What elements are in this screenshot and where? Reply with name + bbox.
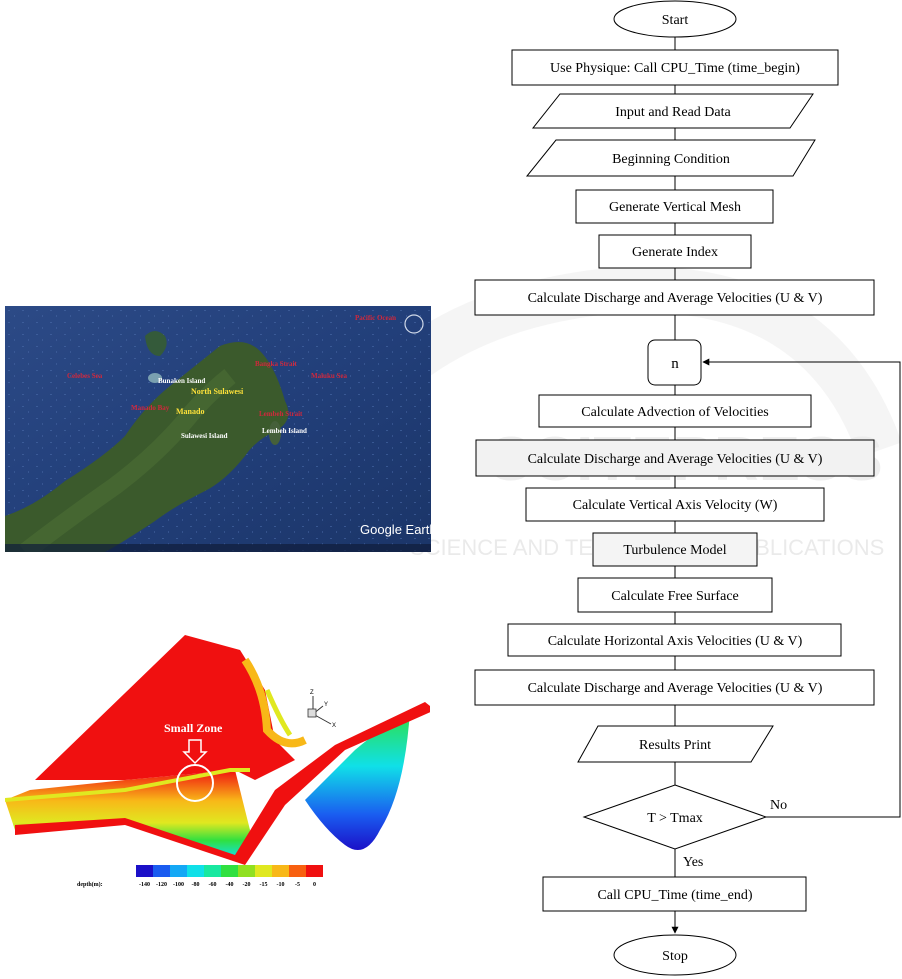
io-results-print-label: Results Print: [639, 738, 711, 753]
label-bunaken-island: Bunaken Island: [158, 377, 205, 385]
step-calc-horizontal-label: Calculate Horizontal Axis Velocities (U …: [548, 634, 803, 649]
legend-swatch: [221, 865, 238, 877]
label-manado-bay: Manado Bay: [131, 404, 170, 412]
step-calc-free-surface-label: Calculate Free Surface: [611, 589, 739, 604]
flowchart: Start Use Physique: Call CPU_Time (time_…: [474, 0, 901, 976]
small-zone-label: Small Zone: [164, 721, 223, 735]
legend-tick: -100: [173, 882, 184, 888]
google-earth-logo: Google Earth: [360, 522, 431, 537]
step-turbulence-model: [592, 532, 758, 567]
loop-counter-label: n: [671, 356, 679, 372]
step-calc-discharge-1-label: Calculate Discharge and Average Velociti…: [528, 291, 823, 306]
label-sulawesi-island: Sulawesi Island: [181, 432, 228, 440]
legend-swatch: [170, 865, 187, 877]
legend-swatch: [272, 865, 289, 877]
decision-t-tmax-label: T > Tmax: [647, 811, 703, 826]
step-cpu-time-begin-label: Use Physique: Call CPU_Time (time_begin): [550, 61, 800, 76]
step-turbulence-model-label: Turbulence Model: [623, 543, 726, 558]
legend-swatch: [187, 865, 204, 877]
label-no: No: [770, 798, 787, 813]
stop-label: Stop: [662, 949, 688, 964]
legend-swatch: [306, 865, 323, 877]
step-calc-discharge-2-label: Calculate Discharge and Average Velociti…: [528, 452, 823, 467]
step-calc-advection: [538, 394, 812, 428]
step-generate-index: [598, 234, 752, 269]
io-input-read-data-label: Input and Read Data: [615, 105, 731, 120]
step-calc-discharge-3: [474, 669, 875, 706]
legend-swatch: [153, 865, 170, 877]
start-terminal: [613, 0, 737, 38]
io-beginning-condition: [525, 139, 816, 177]
label-bangka-strait: Bangka Strait: [255, 360, 297, 368]
step-cpu-time-begin: [511, 49, 839, 86]
legend-tick: -20: [243, 882, 251, 888]
legend-swatch: [289, 865, 306, 877]
legend-tick: -40: [226, 882, 234, 888]
step-generate-index-label: Generate Index: [632, 245, 718, 260]
legend-swatch: [238, 865, 255, 877]
step-cpu-time-end: [542, 876, 807, 912]
legend-tick: 0: [313, 882, 316, 888]
io-beginning-condition-label: Beginning Condition: [612, 152, 730, 167]
step-calc-advection-label: Calculate Advection of Velocities: [581, 405, 769, 420]
legend-tick: -5: [295, 882, 300, 888]
legend-tick: -120: [156, 882, 167, 888]
label-yes: Yes: [683, 855, 703, 870]
label-manado: Manado: [176, 407, 204, 416]
axis-y-label: Y: [324, 702, 328, 708]
depth-model: Small Zone Z Y X depth(m):-140-120-100-8…: [5, 635, 430, 888]
io-input-read-data: [531, 93, 814, 129]
label-lembeh-island: Lembeh Island: [262, 427, 307, 435]
depth-legend: depth(m): -140 -120 -100 -80 -60 -40 -20 -15 -10 -…: [77, 865, 323, 888]
io-results-print: [577, 725, 774, 763]
axis-gizmo: Z Y X: [307, 690, 336, 729]
legend-tick: -60: [209, 882, 217, 888]
legend-title: depth(m):: [77, 881, 103, 888]
step-calc-vertical-w-label: Calculate Vertical Axis Velocity (W): [573, 498, 778, 513]
step-generate-vertical-mesh-label: Generate Vertical Mesh: [609, 200, 741, 215]
label-maluku-sea: Maluku Sea: [311, 372, 347, 380]
step-calc-discharge-2: [475, 439, 875, 477]
label-lembeh-strait: Lembeh Strait: [259, 410, 303, 418]
axis-z-label: Z: [310, 690, 314, 696]
step-calc-horizontal: [507, 623, 842, 657]
satellite-map: Pacific Ocean Celebes Sea Bangka Strait …: [5, 306, 431, 552]
compass-icon: [404, 314, 424, 334]
step-calc-discharge-3-label: Calculate Discharge and Average Velociti…: [528, 681, 823, 696]
small-zone-circle: [176, 764, 214, 802]
legend-tick: -80: [192, 882, 200, 888]
down-arrow-icon: [182, 739, 208, 765]
step-calc-vertical-w: [525, 487, 825, 522]
label-pacific-ocean: Pacific Ocean: [355, 314, 396, 322]
legend-swatch: [136, 865, 153, 877]
step-calc-discharge-1: [474, 279, 875, 316]
legend-swatch: [204, 865, 221, 877]
stop-terminal: [613, 934, 737, 976]
step-calc-free-surface: [577, 577, 773, 613]
loop-counter-n: [647, 339, 702, 386]
axis-x-label: X: [332, 723, 336, 729]
legend-tick: -15: [260, 882, 268, 888]
legend-swatch: [255, 865, 272, 877]
label-north-sulawesi: North Sulawesi: [191, 387, 244, 396]
legend-tick: -140: [139, 882, 150, 888]
step-generate-vertical-mesh: [575, 189, 774, 224]
start-label: Start: [662, 13, 689, 28]
label-celebes-sea: Celebes Sea: [67, 372, 103, 380]
decision-t-tmax: [582, 784, 768, 850]
legend-tick: -10: [277, 882, 285, 888]
step-cpu-time-end-label: Call CPU_Time (time_end): [597, 888, 752, 903]
